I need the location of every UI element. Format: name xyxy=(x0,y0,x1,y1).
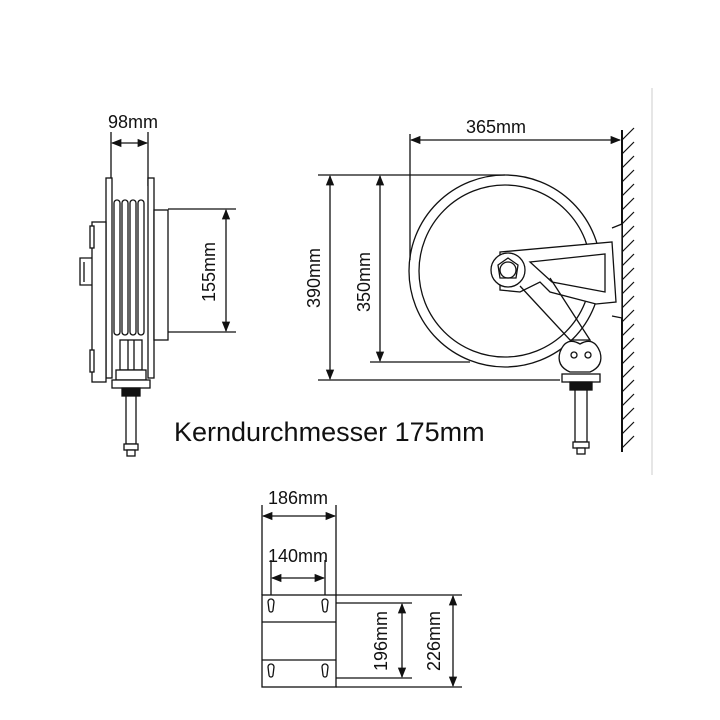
front-view xyxy=(318,88,653,475)
front-width-label: 365mm xyxy=(466,117,526,137)
bracket-hole-height-label: 196mm xyxy=(371,611,391,671)
side-height-label: 155mm xyxy=(199,242,219,302)
side-width-label: 98mm xyxy=(108,112,158,132)
front-outer-height-label: 390mm xyxy=(304,248,324,308)
side-view xyxy=(79,132,236,457)
hose-guide xyxy=(558,340,602,373)
bracket-view xyxy=(261,505,462,688)
core-diameter-caption: Kerndurchmesser 175mm xyxy=(174,417,485,447)
bracket-hole-width-label: 140mm xyxy=(268,546,328,566)
front-drum-height-label: 350mm xyxy=(354,252,374,312)
bracket-outer-height-label: 226mm xyxy=(424,611,444,671)
wall-hatching xyxy=(621,127,635,449)
mounting-holes xyxy=(267,598,329,678)
bracket-outer-width-label: 186mm xyxy=(268,488,328,508)
hose-coils xyxy=(113,199,145,336)
